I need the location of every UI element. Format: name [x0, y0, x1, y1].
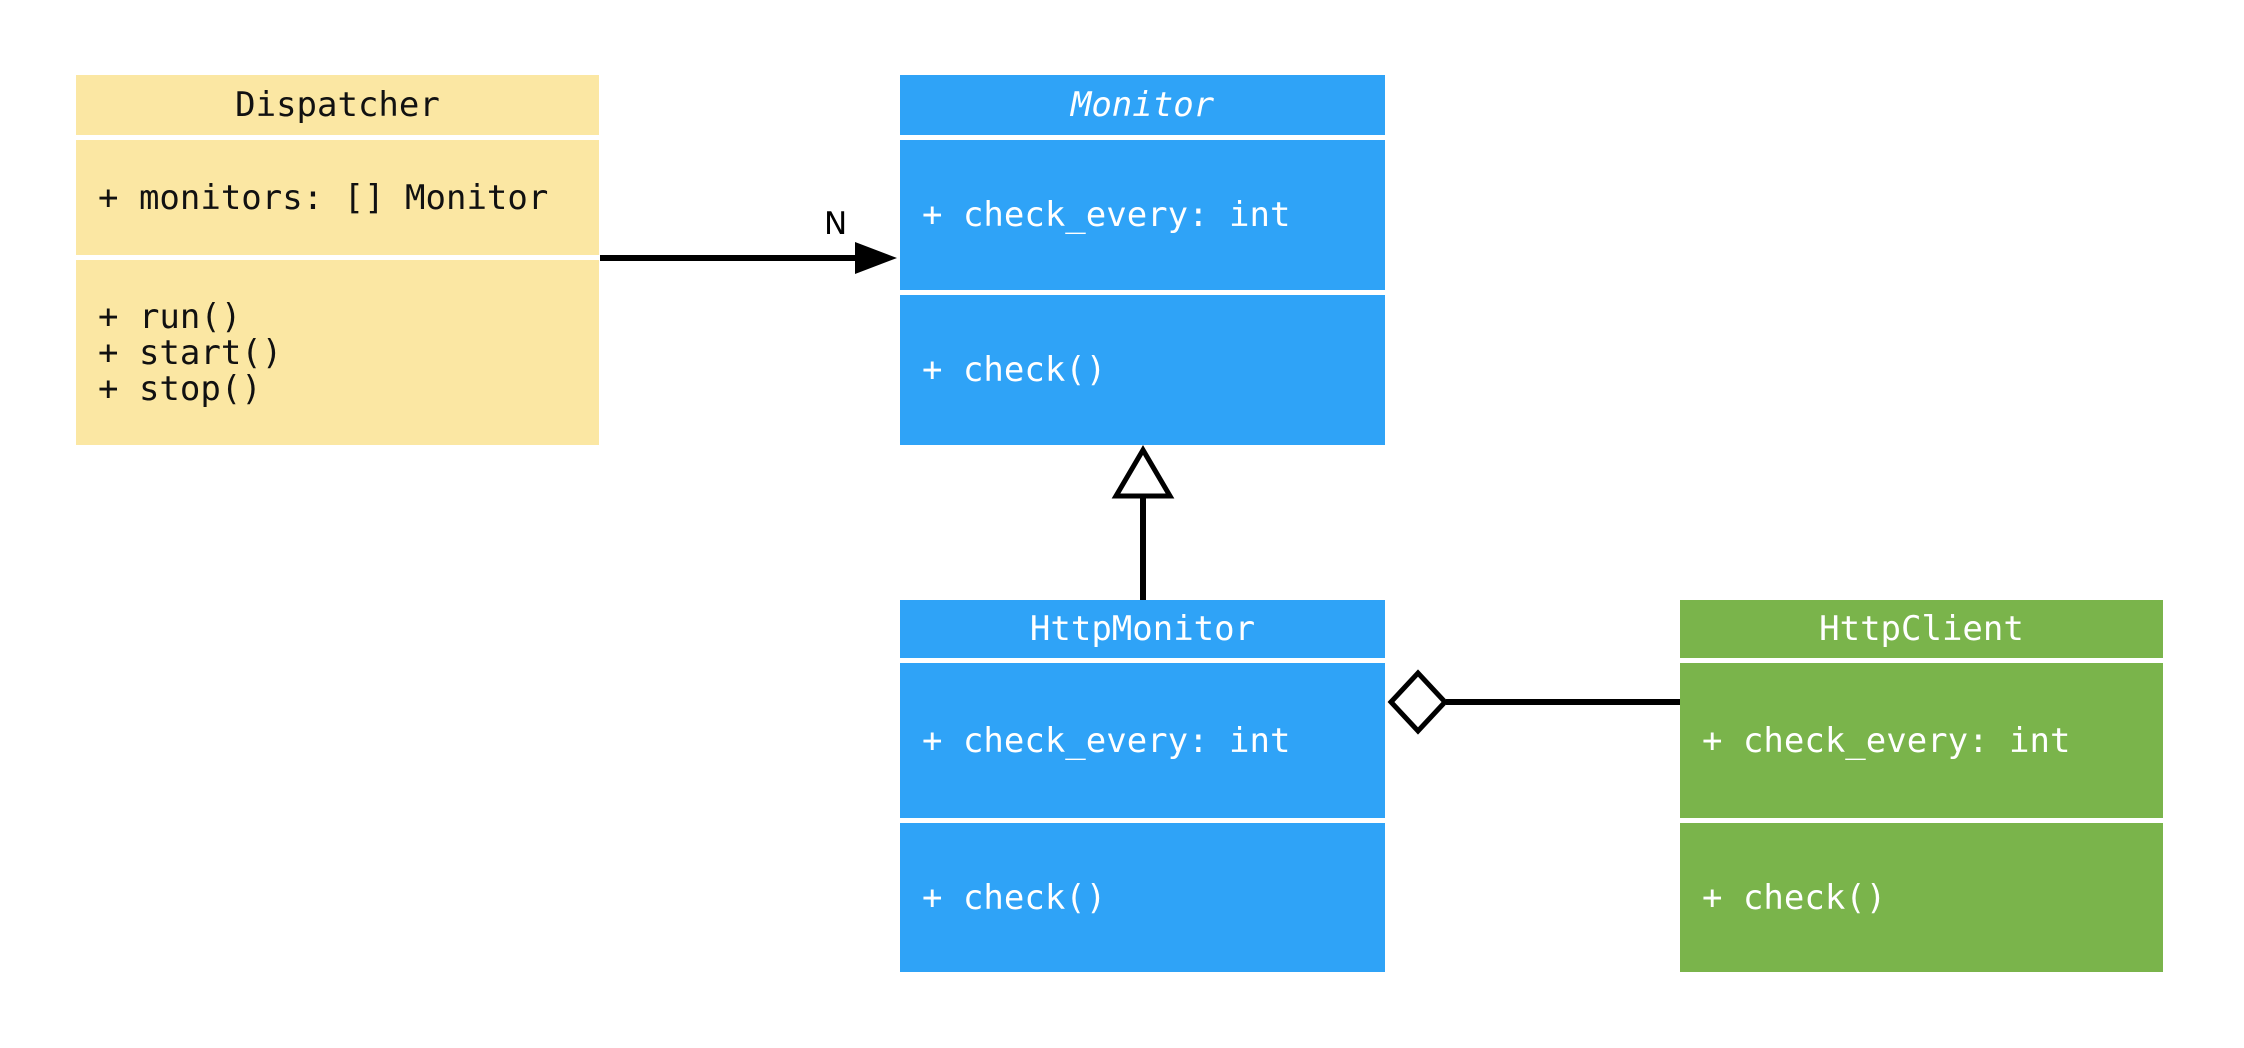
methods-compartment: + check(): [1680, 823, 2163, 972]
class-title: Monitor: [900, 75, 1385, 135]
attribute-line: + check_every: int: [922, 720, 1291, 761]
attributes-compartment: + monitors: [] Monitor: [76, 140, 599, 255]
attributes-compartment: + check_every: int: [900, 663, 1385, 818]
class-title: Dispatcher: [76, 75, 599, 135]
class-box-monitor: Monitor + check_every: int + check(): [900, 75, 1385, 445]
methods-compartment: + check(): [900, 295, 1385, 445]
class-box-httpclient: HttpClient + check_every: int + check(): [1680, 600, 2163, 972]
methods-compartment: + run() + start() + stop(): [76, 260, 599, 445]
attributes-compartment: + check_every: int: [1680, 663, 2163, 818]
method-line: + check(): [922, 877, 1107, 918]
method-line: + check(): [922, 350, 1107, 390]
inheritance-arrow-httpmonitor-monitor: [1111, 445, 1175, 600]
inheritance-triangle-icon: [1111, 445, 1175, 499]
attribute-line: + monitors: [] Monitor: [98, 177, 549, 218]
arrowhead-icon: [855, 242, 897, 274]
attributes-compartment: + check_every: int: [900, 140, 1385, 290]
class-title: HttpMonitor: [900, 600, 1385, 658]
aggregation-diamond-icon: [1387, 669, 1449, 735]
method-line: + start(): [98, 332, 283, 373]
association-arrow-dispatcher-monitor: [600, 242, 897, 274]
method-line: + stop(): [98, 368, 262, 409]
attribute-line: + check_every: int: [922, 195, 1291, 235]
class-box-httpmonitor: HttpMonitor + check_every: int + check(): [900, 600, 1385, 972]
class-box-dispatcher: Dispatcher + monitors: [] Monitor + run(…: [76, 75, 599, 445]
method-line: + check(): [1702, 877, 1887, 918]
aggregation-connector-httpmonitor-httpclient: [1387, 669, 1682, 735]
methods-compartment: + check(): [900, 823, 1385, 972]
multiplicity-label: N: [824, 206, 848, 242]
method-line: + run(): [98, 296, 242, 337]
class-title: HttpClient: [1680, 600, 2163, 658]
attribute-line: + check_every: int: [1702, 720, 2071, 761]
